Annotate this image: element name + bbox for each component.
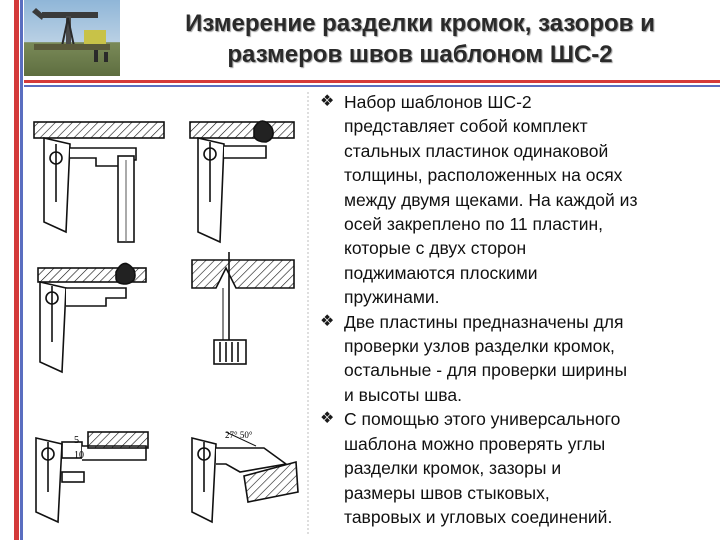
- bullet-text-line: проверки узлов разделки кромок,: [344, 336, 615, 357]
- bullet-text-line: осей закреплено по 11 пластин,: [344, 214, 603, 235]
- title-line-2: размеров швов шаблоном ШС-2: [227, 41, 613, 68]
- bullet-item: ❖ Набор шаблонов ШС-2 представляет собой…: [318, 90, 714, 310]
- oil-pump-photo: [24, 0, 120, 76]
- drawing-1: [33, 121, 165, 243]
- bullet-text-line: пружинами.: [344, 287, 440, 308]
- diamond-clover-bullet-icon: ❖: [320, 410, 335, 428]
- bullet-text-line: Две пластины предназначены для: [344, 311, 624, 332]
- slide-title: Измерение разделки кромок, зазоров и раз…: [126, 8, 714, 70]
- diamond-clover-bullet-icon: ❖: [320, 93, 335, 110]
- bullet-text-line: остальные - для проверки ширины: [344, 360, 628, 381]
- bullet-item: ❖ Две пластины предназначены для проверк…: [318, 310, 714, 408]
- scale-label-5: 5: [74, 435, 79, 446]
- drawing-5: [35, 431, 149, 524]
- title-line-1: Измерение разделки кромок, зазоров и: [185, 10, 655, 37]
- bullet-text-line: тавровых и угловых соединений.: [344, 506, 613, 527]
- bullet-text-line: и высоты шва.: [344, 384, 462, 405]
- column-divider: [303, 92, 313, 536]
- bullet-text-line: разделки кромок, зазоры и: [344, 458, 562, 479]
- bullet-item: ❖ С помощью этого универсального шаблона…: [318, 407, 714, 529]
- template-drawings: 5 10 27° 50°: [26, 92, 312, 534]
- bullet-text-line: толщины, расположенных на осях: [344, 165, 623, 186]
- bullet-text-line: Набор шаблонов ШС-2: [344, 92, 532, 112]
- bullet-text-line: С помощью этого универсального: [344, 409, 621, 430]
- diamond-clover-bullet-icon: ❖: [320, 312, 335, 330]
- bullet-text-line: поджимаются плоскими: [344, 262, 538, 283]
- drawing-2: [189, 120, 295, 244]
- bullet-text-line: шаблона можно проверять углы: [344, 433, 606, 454]
- bullet-text-line: стальных пластинок одинаковой: [344, 140, 609, 161]
- title-underline-red: [24, 80, 720, 83]
- drawing-6: [191, 431, 299, 524]
- bullet-text-line: между двумя щеками. На каждой из: [344, 189, 638, 210]
- left-blue-stripe: [20, 0, 23, 540]
- left-red-stripe: [14, 0, 19, 540]
- bullet-list: ❖ Набор шаблонов ШС-2 представляет собой…: [318, 90, 714, 529]
- drawing-4: [191, 252, 295, 365]
- bullet-text-line: размеры швов стыковых,: [344, 482, 550, 503]
- drawing-3: [37, 262, 147, 374]
- scale-label-10: 10: [74, 450, 84, 461]
- bullet-text-line: которые с двух сторон: [344, 238, 527, 259]
- bullet-text-line: представляет собой комплект: [344, 116, 588, 137]
- title-underline-blue: [24, 85, 720, 87]
- angles-label: 27° 50°: [225, 430, 253, 440]
